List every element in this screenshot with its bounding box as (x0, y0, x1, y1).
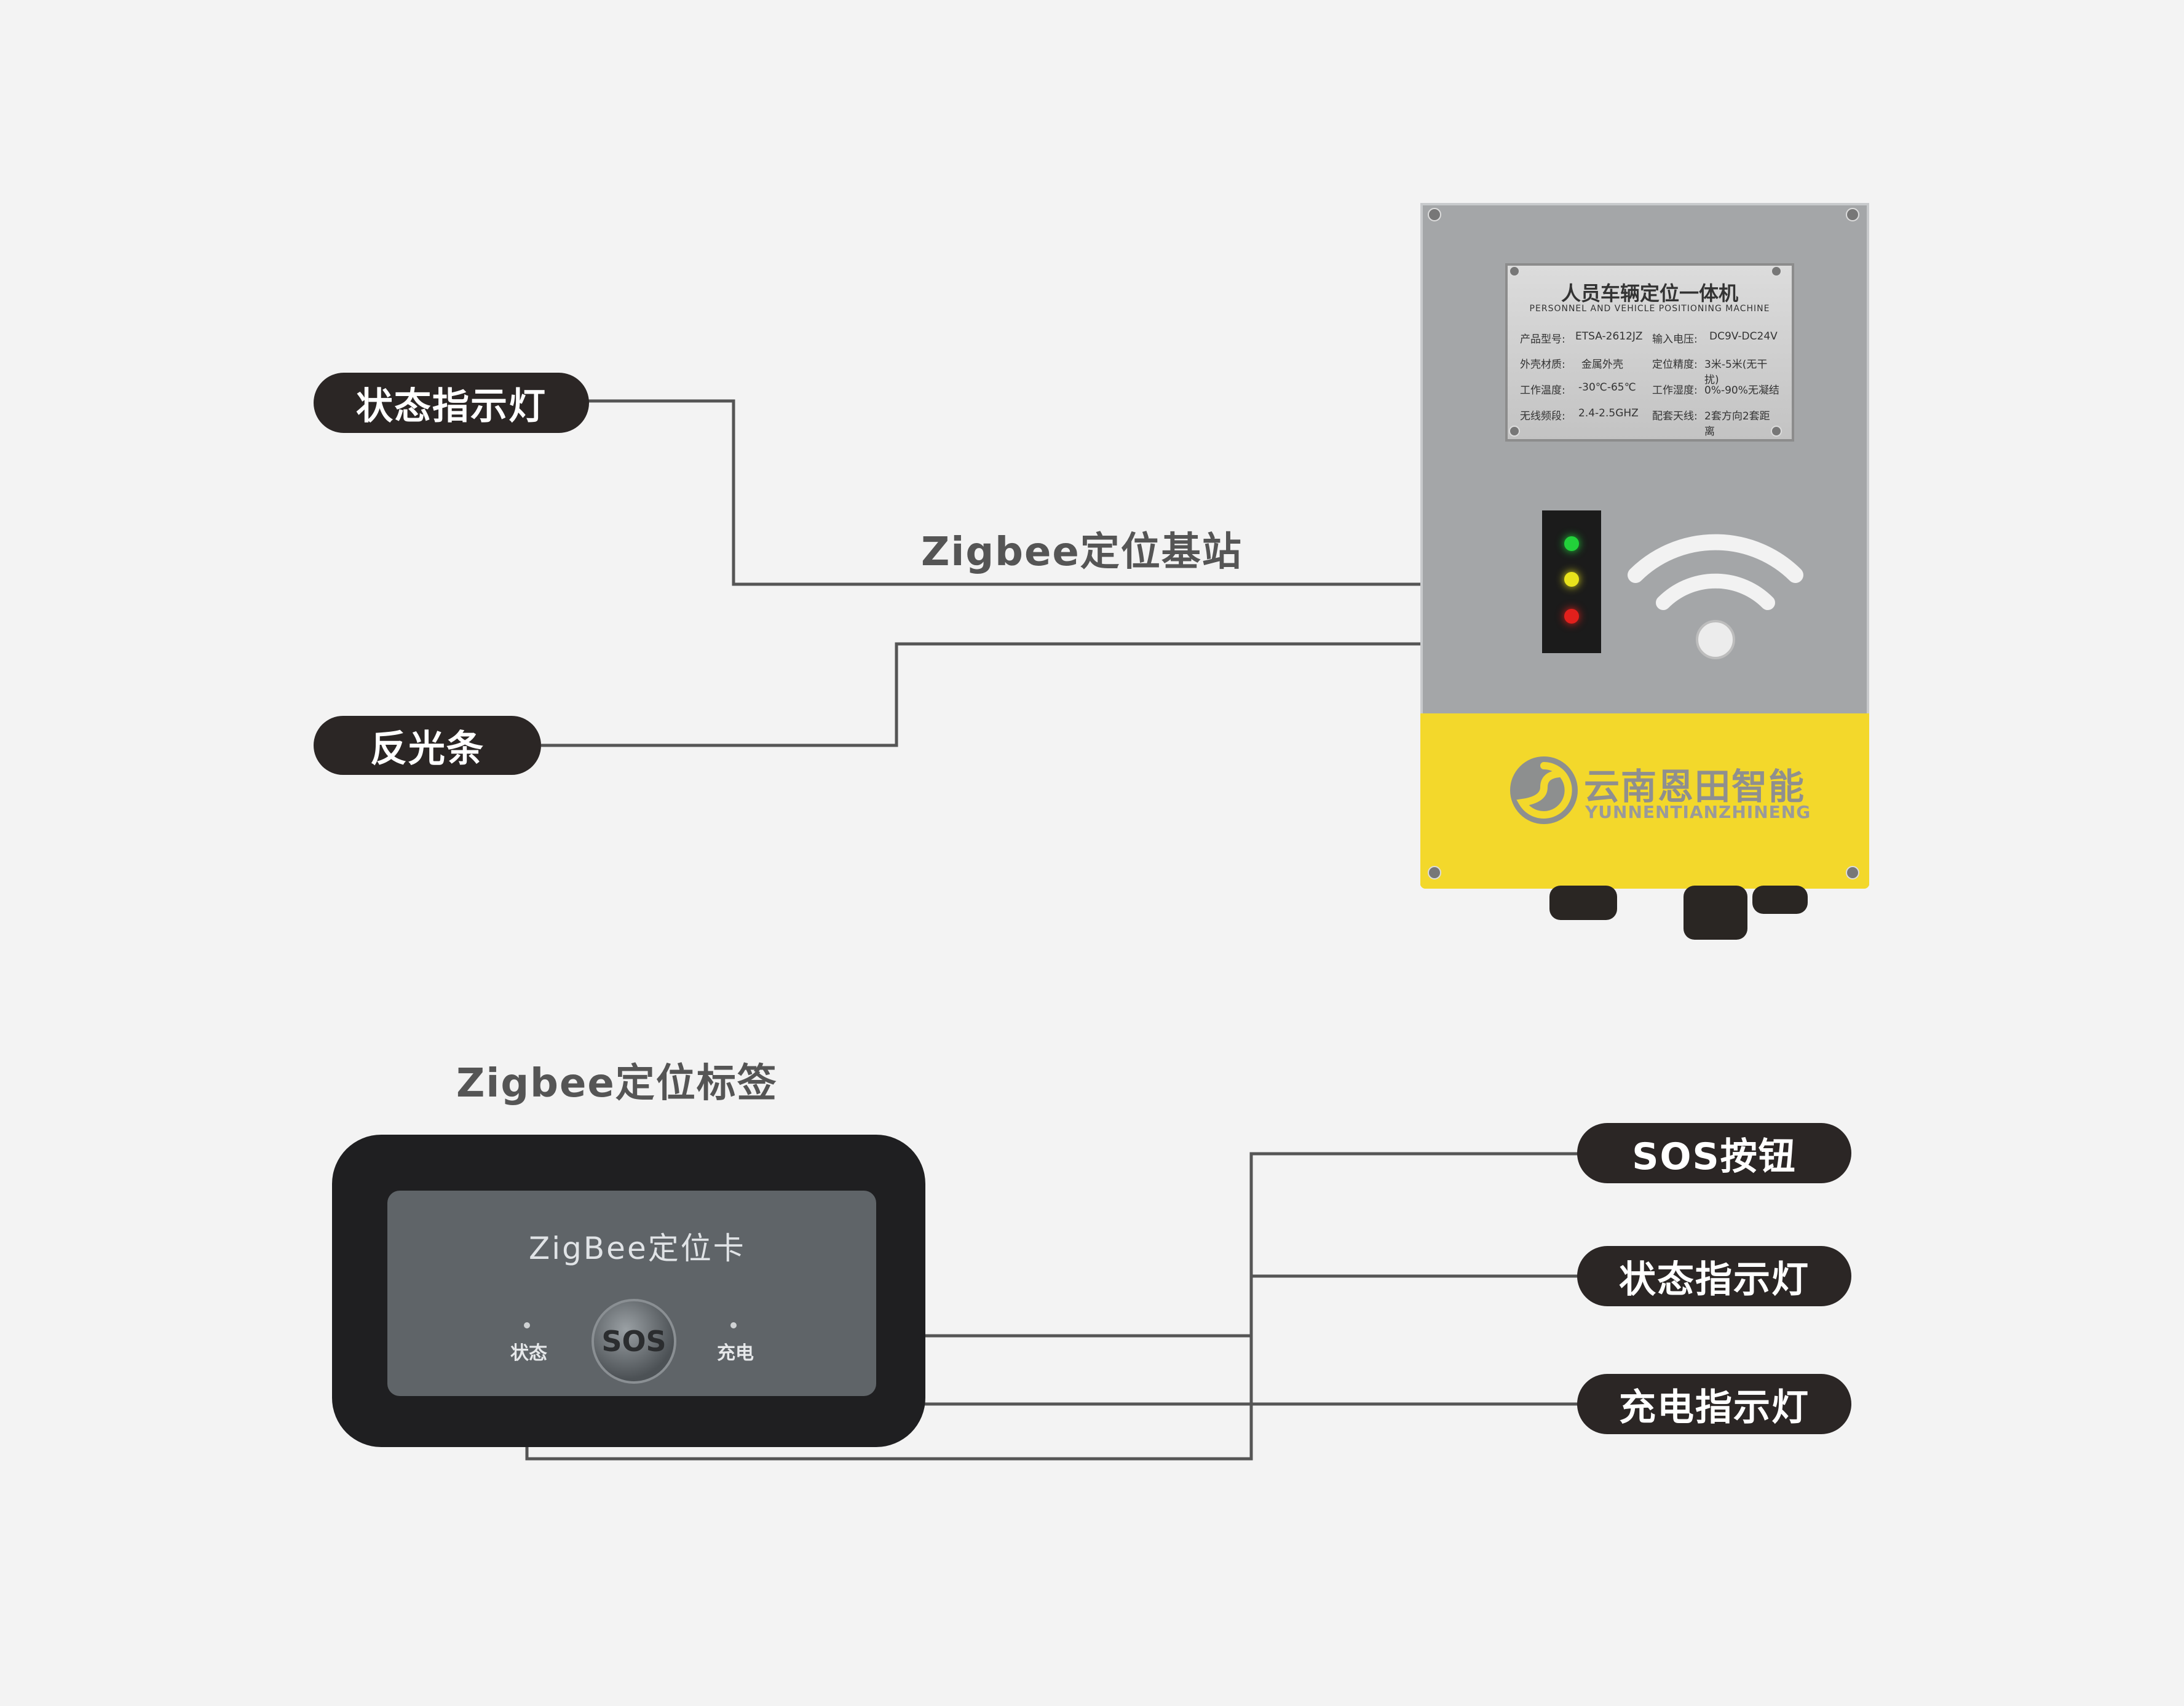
nameplate-value: ETSA-2612JZ (1575, 330, 1643, 343)
nameplate-value: DC9V-DC24V (1709, 330, 1778, 343)
nameplate-key: 无线频段: (1520, 410, 1565, 423)
sos-button[interactable]: SOS (592, 1299, 676, 1384)
nameplate-row: 外壳材质: 金属外壳 定位精度: 3米-5米(无干扰) (1520, 355, 1779, 386)
tag-charge-label: 充电 (717, 1343, 754, 1364)
nameplate: 人员车辆定位一体机 PERSONNEL AND VEHICLE POSITION… (1505, 263, 1794, 442)
nameplate-value: 3米-5米(无干扰) (1704, 359, 1768, 386)
screw-icon (1509, 266, 1520, 277)
nameplate-value: 2.4-2.5GHZ (1578, 407, 1639, 419)
callout-station-status-led: 状态指示灯 (314, 373, 589, 433)
callout-tag-charge-led: 充电指示灯 (1577, 1374, 1851, 1434)
nameplate-row: 工作温度: -30℃-65℃ 工作湿度: 0%-90%无凝结 (1520, 381, 1779, 400)
brand-name-en: YUNNENTIANZHINENG (1585, 802, 1811, 822)
cable-connector (1549, 886, 1617, 920)
station-yellow-band (1420, 713, 1869, 889)
nameplate-key: 外壳材质: (1520, 359, 1565, 371)
red-led-icon (1564, 609, 1579, 624)
brand-name-cn: 云南恩田智能 (1584, 766, 1806, 807)
charge-led-icon (730, 1322, 737, 1328)
nameplate-key: 工作温度: (1520, 384, 1565, 397)
callout-station-reflector: 反光条 (314, 716, 541, 775)
screw-icon (1509, 426, 1520, 437)
nameplate-key: 工作湿度: (1652, 384, 1698, 397)
screw-icon (1846, 866, 1859, 879)
nameplate-subtitle: PERSONNEL AND VEHICLE POSITIONING MACHIN… (1529, 304, 1770, 314)
screw-icon (1428, 866, 1441, 879)
nameplate-title: 人员车辆定位一体机 (1561, 282, 1738, 305)
nameplate-value: 2套方向2套距离 (1704, 410, 1770, 438)
yellow-led-icon (1564, 572, 1579, 587)
nameplate-row: 产品型号: ETSA-2612JZ 输入电压: DC9V-DC24V (1520, 330, 1779, 349)
screw-icon (1771, 426, 1782, 437)
cable-connector (1684, 886, 1747, 940)
caption-tag: Zigbee定位标签 (456, 1061, 778, 1106)
nameplate-key: 定位精度: (1652, 359, 1698, 371)
line-station-reflector (541, 642, 1715, 747)
brand-logo-icon (1510, 756, 1578, 824)
tag-status-label: 状态 (510, 1343, 547, 1364)
nameplate-value: -30℃-65℃ (1578, 381, 1636, 394)
screw-icon (1428, 208, 1441, 221)
callout-tag-sos-button: SOS按钮 (1577, 1123, 1851, 1183)
nameplate-key: 输入电压: (1652, 333, 1698, 346)
line-tag-sos (635, 1152, 1580, 1338)
wifi-reflector-icon (1628, 534, 1803, 659)
cable-connector (1752, 886, 1808, 914)
line-station-status (584, 399, 1565, 586)
nameplate-key: 产品型号: (1520, 333, 1565, 346)
caption-station: Zigbee定位基站 (921, 530, 1243, 575)
nameplate-value: 0%-90%无凝结 (1704, 384, 1779, 397)
led-panel (1542, 510, 1601, 653)
nameplate-value: 金属外壳 (1581, 359, 1623, 371)
nameplate-row: 无线频段: 2.4-2.5GHZ 配套天线: 2套方向2套距离 (1520, 407, 1779, 438)
screw-icon (1771, 266, 1782, 277)
screw-icon (1846, 208, 1859, 221)
green-led-icon (1564, 536, 1579, 551)
callout-tag-status-led: 状态指示灯 (1577, 1246, 1851, 1306)
status-led-icon (524, 1322, 530, 1328)
nameplate-key: 配套天线: (1652, 410, 1698, 423)
tag-title: ZigBee定位卡 (529, 1231, 746, 1266)
